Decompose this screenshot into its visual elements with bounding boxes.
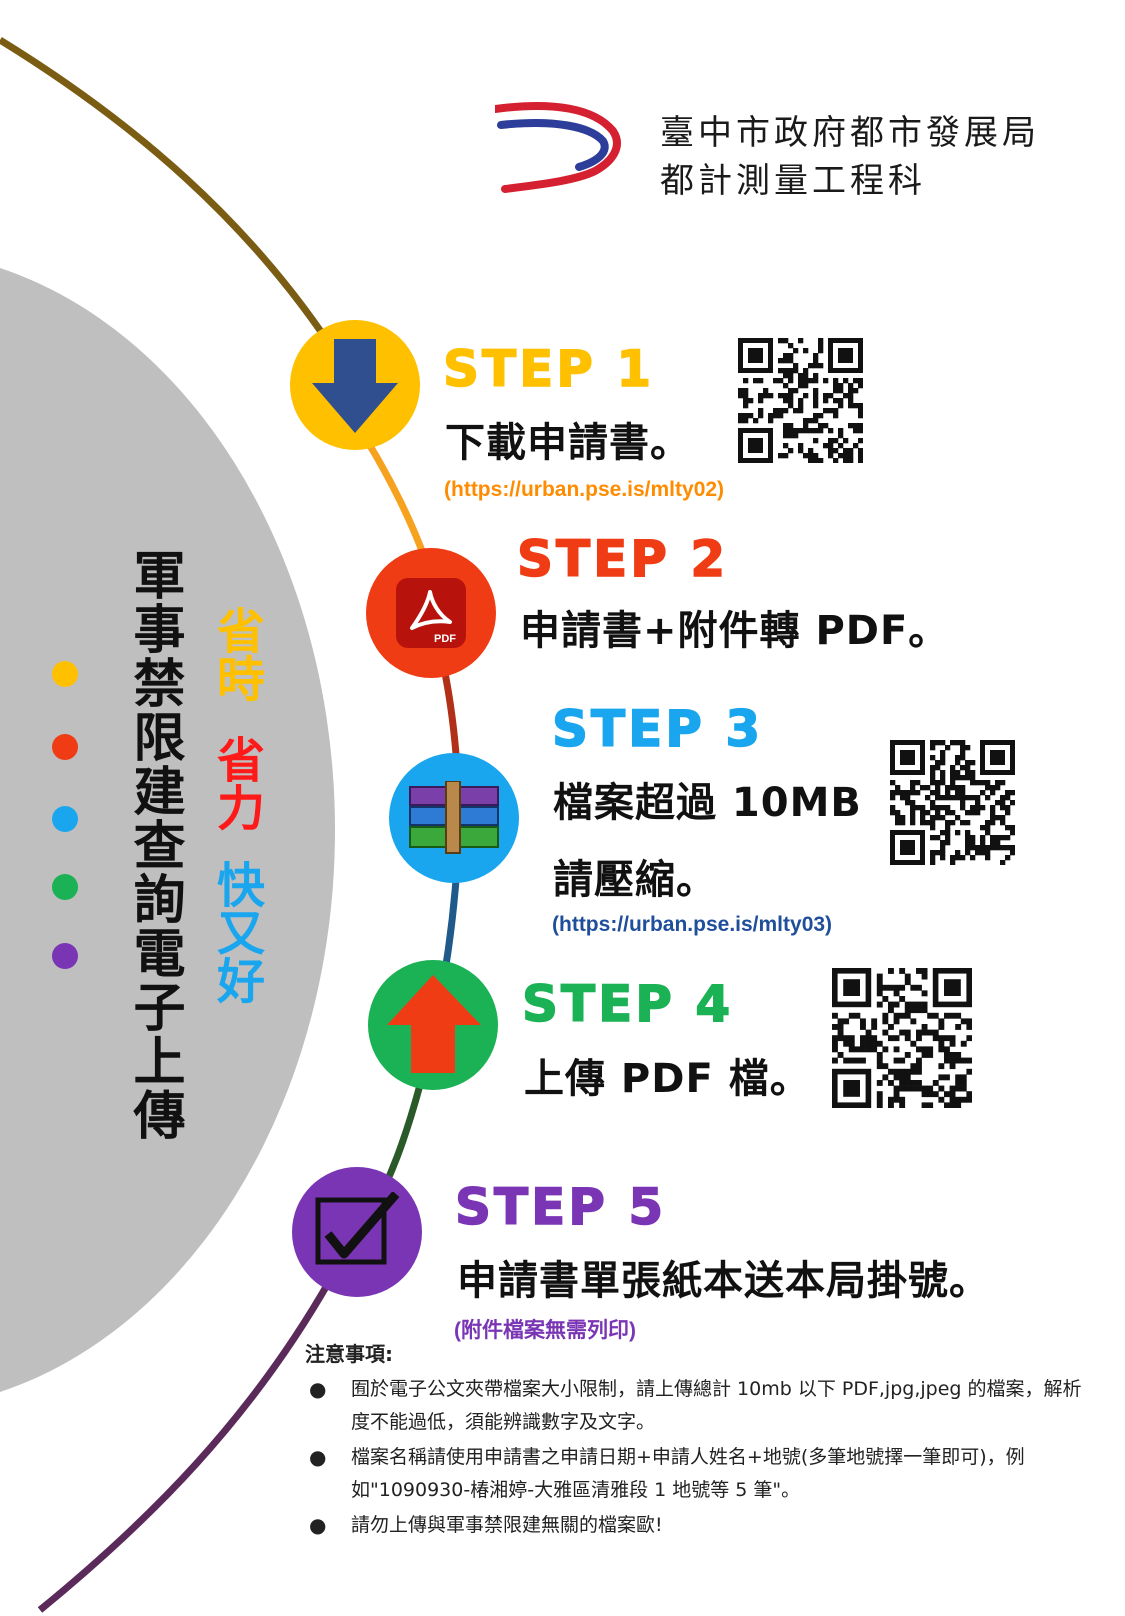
step2-icon-circle: PDF	[366, 548, 496, 678]
step2-title: STEP 2	[516, 529, 729, 589]
note-item: ● 請勿上傳與軍事禁限建無關的檔案歐!	[305, 1509, 1095, 1542]
dot-yellow	[52, 661, 78, 687]
dot-purple	[52, 943, 78, 969]
step5-note: (附件檔案無需列印)	[454, 1319, 636, 1342]
notes-title: 注意事項:	[305, 1342, 393, 1366]
step1-icon-circle	[290, 320, 420, 450]
step1-link[interactable]: (https://urban.pse.is/mlty02)	[444, 478, 725, 501]
step1-qr-code[interactable]	[738, 338, 863, 463]
note-item: ● 囿於電子公文夾帶檔案大小限制，請上傳總計 10mb 以下 PDF,jpg,j…	[305, 1373, 1095, 1439]
step5-text: 申請書單張紙本送本局掛號。	[457, 1258, 990, 1304]
download-arrow-icon	[312, 339, 398, 433]
bullet-icon: ●	[309, 1445, 327, 1469]
step4-text: 上傳 PDF 檔。	[524, 1056, 811, 1102]
svg-text:PDF: PDF	[434, 633, 456, 645]
step5-icon-circle	[292, 1167, 422, 1297]
step2-text: 申請書+附件轉 PDF。	[520, 608, 950, 654]
step5-title: STEP 5	[454, 1177, 667, 1237]
note-text: 囿於電子公文夾帶檔案大小限制，請上傳總計 10mb 以下 PDF,jpg,jpe…	[351, 1378, 1082, 1433]
pdf-icon: PDF	[396, 578, 466, 648]
step1-title: STEP 1	[442, 339, 655, 399]
archive-books-icon	[409, 781, 499, 854]
step4-icon-circle	[368, 960, 498, 1090]
step3-text-line2: 請壓縮。	[553, 857, 717, 903]
note-text: 請勿上傳與軍事禁限建無關的檔案歐!	[351, 1514, 663, 1536]
note-item: ● 檔案名稱請使用申請書之申請日期+申請人姓名+地號(多筆地號擇一筆即可)，例如…	[305, 1441, 1095, 1507]
bullet-icon: ●	[309, 1513, 327, 1537]
slogan-save-time: 省時	[208, 606, 264, 702]
step3-title: STEP 3	[551, 699, 764, 759]
step3-qr-code[interactable]	[890, 740, 1015, 865]
grey-half-circle	[0, 268, 335, 1392]
bullet-icon: ●	[309, 1377, 327, 1401]
department-name: 都計測量工程科	[660, 161, 926, 201]
step4-title: STEP 4	[521, 974, 734, 1034]
note-text: 檔案名稱請使用申請書之申請日期+申請人姓名+地號(多筆地號擇一筆即可)，例如"1…	[351, 1446, 1025, 1501]
city-logo-icon	[495, 101, 621, 193]
dot-green	[52, 874, 78, 900]
upload-arrow-icon	[387, 975, 481, 1073]
checkbox-icon	[315, 1192, 400, 1265]
dot-blue	[52, 806, 78, 832]
arc-segment-purple	[37, 1278, 334, 1613]
step3-icon-circle	[389, 753, 519, 883]
organization-name: 臺中市政府都市發展局	[660, 113, 1040, 153]
arc-segment-brown	[0, 37, 343, 362]
vertical-title: 軍事禁限建查詢電子上傳	[124, 548, 184, 1142]
dot-red	[52, 734, 78, 760]
slogan-save-effort: 省力	[208, 735, 264, 831]
step4-qr-code[interactable]	[832, 968, 972, 1108]
step1-text: 下載申請書。	[445, 420, 691, 466]
organization-header: 臺中市政府都市發展局 都計測量工程科	[495, 95, 1055, 205]
notes-section: 注意事項: ● 囿於電子公文夾帶檔案大小限制，請上傳總計 10mb 以下 PDF…	[305, 1338, 1095, 1544]
step3-link[interactable]: (https://urban.pse.is/mlty03)	[552, 913, 833, 936]
slogan-fast-good: 快又好	[208, 860, 264, 1004]
step3-text: 檔案超過 10MB	[553, 780, 862, 826]
